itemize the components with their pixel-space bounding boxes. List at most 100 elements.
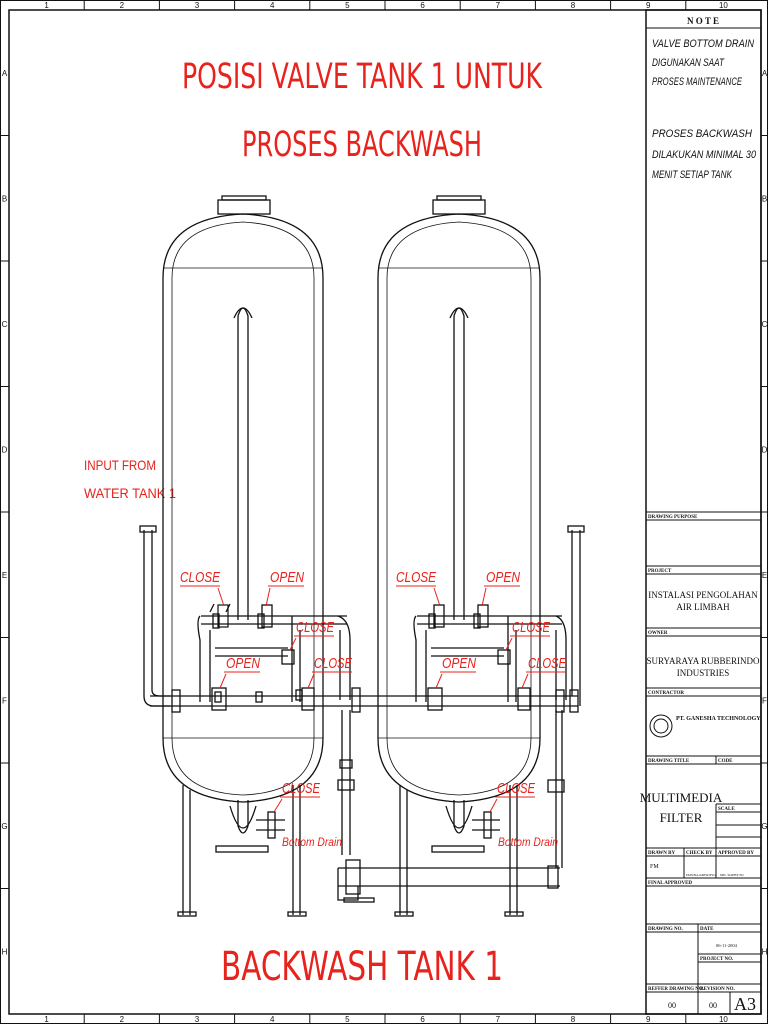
grid-row-label-left: D xyxy=(2,445,8,454)
owner-line1: SURYARAYA RUBBERINDO xyxy=(647,656,760,666)
grid-col-label-top: 5 xyxy=(345,1,350,10)
drawing-title-label: DRAWING TITLE xyxy=(648,759,690,764)
tank1-valve-close-bottom: CLOSE xyxy=(282,780,321,797)
refer-drawing-label: REFFER DRAWING NO. xyxy=(648,987,705,992)
drawing-title-line1: POSISI VALVE TANK 1 UNTUK xyxy=(182,57,543,97)
grid-row-label-right: C xyxy=(762,320,768,329)
final-approved-label: FINAL APPROVED xyxy=(648,881,692,886)
note2-line1: PROSES BACKWASH xyxy=(652,128,752,140)
grid-col-label-top: 8 xyxy=(571,1,576,10)
drawing-no-label: DRAWING NO. xyxy=(648,927,683,932)
tank-2-labels: CLOSE OPEN CLOSE OPEN CLOSE CLOSE Bottom… xyxy=(396,569,567,849)
grid-row-label-left: F xyxy=(2,696,7,705)
grid-row-label-left: G xyxy=(1,822,7,831)
grid-col-label-bottom: 8 xyxy=(571,1015,576,1024)
grid-row-label-left: B xyxy=(2,194,7,203)
tank-1 xyxy=(162,195,351,917)
grid-row-label-left: H xyxy=(2,947,8,956)
tank1-valve-open-top: OPEN xyxy=(270,569,304,586)
title-block-text: DRAWING PURPOSE PROJECT INSTALASI PENGOL… xyxy=(640,515,762,1014)
tank1-valve-close-mid: CLOSE xyxy=(314,655,353,672)
tank2-valve-close-right: CLOSE xyxy=(512,619,551,636)
tank2-drain-label: Bottom Drain xyxy=(498,835,558,849)
notes-header: N O T E xyxy=(687,16,719,26)
note2-line2: DILAKUKAN MINIMAL 30 xyxy=(652,149,757,161)
drawing-purpose-label: DRAWING PURPOSE xyxy=(648,515,698,520)
notes-panel: N O T E VALVE BOTTOM DRAIN DIGUNAKAN SAA… xyxy=(652,16,757,181)
grid-col-label-bottom: 9 xyxy=(646,1015,651,1024)
grid-col-label-bottom: 6 xyxy=(420,1015,425,1024)
approved-by-label: APPROVED BY xyxy=(718,851,754,856)
date-value: 06-11-2004 xyxy=(716,943,738,948)
refer-value: 00 xyxy=(668,1001,676,1010)
revision-label: REVISION NO. xyxy=(700,987,735,992)
bottom-title: BACKWASH TANK 1 xyxy=(221,944,503,990)
grid-row-label-right: A xyxy=(762,69,768,78)
note2-line3: MENIT SETIAP TANK xyxy=(652,169,732,181)
input-label-line2: WATER TANK 1 xyxy=(84,485,176,501)
grid-row-label-left: A xyxy=(2,69,8,78)
project-no-label: PROJECT NO. xyxy=(700,957,734,962)
grid-col-label-bottom: 4 xyxy=(270,1015,275,1024)
grid-row-label-right: B xyxy=(762,194,767,203)
input-label-line1: INPUT FROM xyxy=(84,457,156,473)
drawing-title-line1: MULTIMEDIA xyxy=(640,790,723,805)
grid-col-label-bottom: 1 xyxy=(44,1015,49,1024)
grid-col-label-top: 9 xyxy=(646,1,651,10)
owner-line2: INDUSTRIES xyxy=(677,668,730,678)
grid-col-label-bottom: 3 xyxy=(195,1015,200,1024)
grid-row-label-left: E xyxy=(2,571,7,580)
grid-col-label-bottom: 7 xyxy=(496,1015,501,1024)
approved-by-value: MIC SOEBYTO xyxy=(720,873,744,877)
tank2-valve-close-bottom: CLOSE xyxy=(497,780,536,797)
tank1-drain-label: Bottom Drain xyxy=(282,835,342,849)
tank2-valve-close-top: CLOSE xyxy=(396,569,437,586)
contractor-name: PT. GANESHA TECHNOLOGY xyxy=(676,716,761,722)
check-by-label: CHECK BY xyxy=(686,851,713,856)
drawing-title-line2: PROSES BACKWASH xyxy=(242,125,482,165)
scale-label: SCALE xyxy=(718,807,735,812)
grid-row-label-right: E xyxy=(762,571,767,580)
tank2-valve-open-mid: OPEN xyxy=(442,655,476,672)
tank2-valve-close-mid: CLOSE xyxy=(528,655,567,672)
code-label: CODE xyxy=(718,759,733,764)
drawing-title-line2: FILTER xyxy=(660,810,703,825)
grid-row-label-right: H xyxy=(762,947,768,956)
note1-line1: VALVE BOTTOM DRAIN xyxy=(652,38,754,50)
grid-col-label-top: 2 xyxy=(120,1,125,10)
grid-col-label-bottom: 10 xyxy=(719,1015,728,1024)
project-label: PROJECT xyxy=(648,569,672,574)
contractor-label: CONTRACTOR xyxy=(648,691,684,696)
grid-row-label-right: G xyxy=(761,822,767,831)
drawn-by-value: FM xyxy=(650,864,659,870)
grid-col-label-top: 6 xyxy=(420,1,425,10)
project-line1: INSTALASI PENGOLAHAN xyxy=(648,590,758,600)
note1-line3: PROSES MAINTENANCE xyxy=(652,76,742,88)
date-label: DATE xyxy=(700,927,714,932)
tank1-valve-close-right: CLOSE xyxy=(296,619,335,636)
owner-label: OWNER xyxy=(648,631,668,636)
grid-col-label-top: 4 xyxy=(270,1,275,10)
grid-row-label-left: C xyxy=(2,320,8,329)
grid-col-label-top: 10 xyxy=(719,1,728,10)
tank2-valve-open-top: OPEN xyxy=(486,569,520,586)
project-line2: AIR LIMBAH xyxy=(676,602,730,612)
tank1-valve-open-mid: OPEN xyxy=(226,655,260,672)
tank1-valve-close-top: CLOSE xyxy=(180,569,221,586)
tank-1-labels: CLOSE OPEN CLOSE OPEN CLOSE CLOSE Bottom… xyxy=(180,569,353,849)
common-piping xyxy=(139,525,585,903)
grid-col-label-bottom: 2 xyxy=(120,1015,125,1024)
grid-col-label-bottom: 5 xyxy=(345,1015,350,1024)
grid-row-label-right: D xyxy=(762,445,768,454)
revision-value: 00 xyxy=(709,1001,717,1010)
grid-col-label-top: 1 xyxy=(44,1,49,10)
sheet-size: A3 xyxy=(734,994,756,1014)
note1-line2: DIGUNAKAN SAAT xyxy=(652,57,725,69)
check-by-value: DONNA KRISDIYO xyxy=(686,873,717,877)
title-block xyxy=(645,9,762,1015)
grid-col-label-top: 7 xyxy=(496,1,501,10)
tank-2 xyxy=(377,195,567,917)
